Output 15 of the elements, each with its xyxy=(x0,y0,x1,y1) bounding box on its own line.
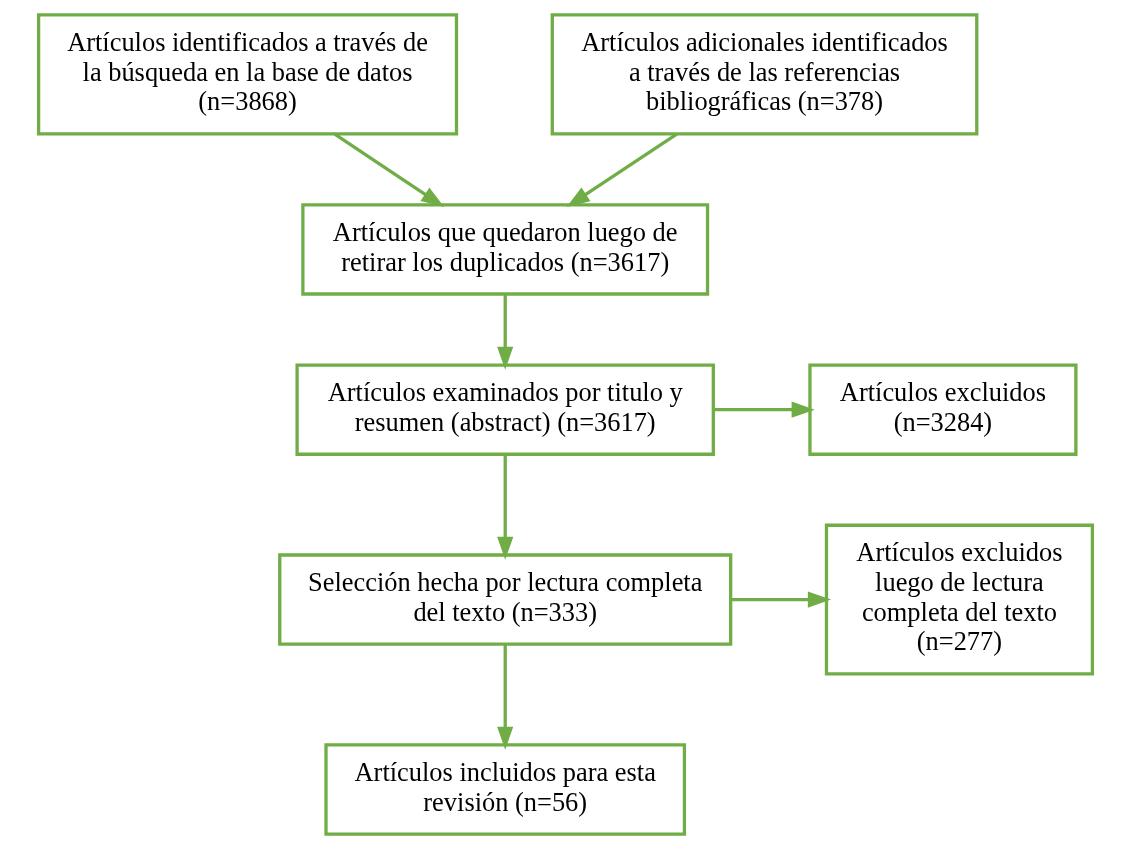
node-box: Artículos identificados a través de la búsqueda en la base de datos (n=3868) xyxy=(36,13,458,136)
arrow xyxy=(496,454,513,560)
arrow xyxy=(566,132,678,208)
node-box: Artículos excluidos luego de lectura completa del texto (n=277) xyxy=(824,523,1094,676)
node-box: Artículos excluidos (n=3284) xyxy=(807,363,1078,456)
node-box: Artículos incluidos para esta revisión (n=56) xyxy=(323,743,686,836)
arrow xyxy=(496,644,513,750)
node-box: Artículos adicionales identificados a través de las referencias bibliográficas (n=378) xyxy=(550,13,978,136)
arrow xyxy=(333,132,444,208)
node-box: Artículos examinados por titulo y resumen (abstract) (n=3617) xyxy=(294,363,715,456)
arrow xyxy=(712,401,815,418)
arrow xyxy=(496,294,513,370)
node-box: Artículos que quedaron luego de retirar los duplicados (n=3617) xyxy=(300,203,709,296)
arrow xyxy=(730,591,831,608)
node-box: Selección hecha por lectura completa del texto (n=333) xyxy=(277,553,732,646)
